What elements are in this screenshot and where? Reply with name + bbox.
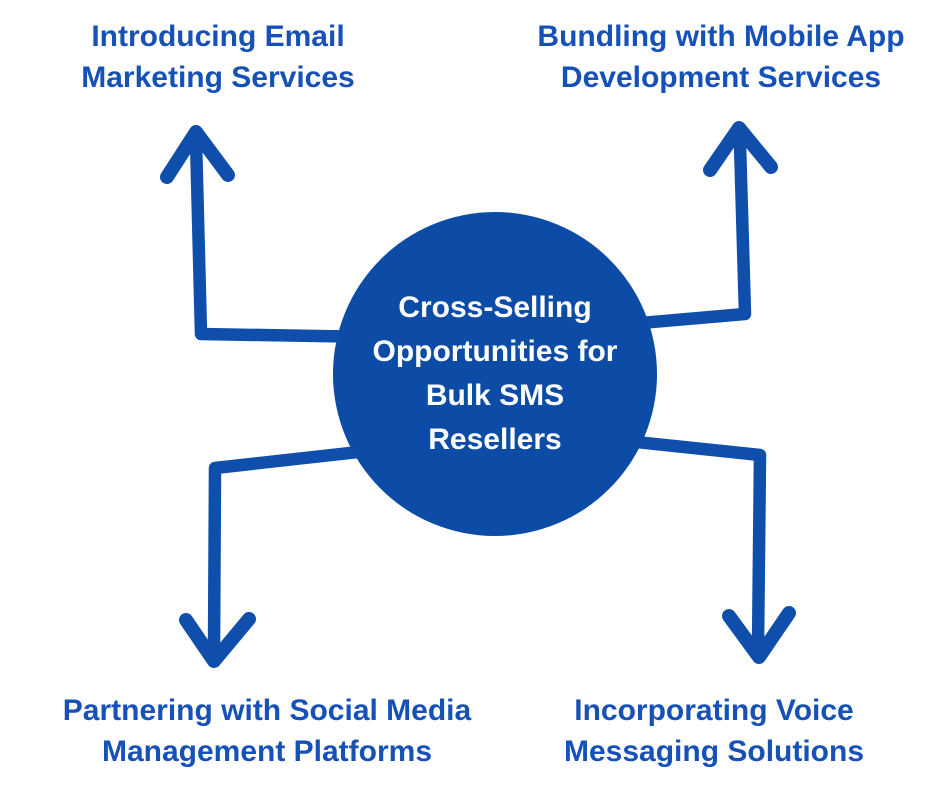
node-label-bundling-mobile-app: Bundling with Mobile App Development Ser…: [511, 16, 931, 98]
center-title-line: Bulk SMS: [425, 379, 565, 412]
node-label-introducing-email-marketing: Introducing Email Marketing Services: [38, 16, 398, 98]
center-title-line: Resellers: [428, 423, 562, 456]
label-line: Partnering with Social Media: [62, 694, 472, 727]
arrow-bottom-right-head-icon: [722, 606, 796, 664]
label-line: Messaging Solutions: [563, 735, 865, 768]
label-line: Introducing Email: [91, 20, 345, 53]
arrow-bottom-left-head-icon: [179, 612, 256, 668]
label-line: Marketing Services: [81, 61, 355, 94]
label-line: Incorporating Voice: [574, 694, 854, 727]
label-line: Management Platforms: [101, 735, 433, 768]
node-label-incorporating-voice: Incorporating Voice Messaging Solutions: [544, 690, 884, 772]
node-label-partnering-social-media: Partnering with Social Media Management …: [37, 690, 497, 772]
label-line: Development Services: [560, 61, 882, 94]
center-title-line: Opportunities for: [372, 335, 618, 368]
arrow-top-right-head-icon: [703, 121, 778, 177]
arrow-top-left-head-icon: [160, 125, 235, 184]
center-node-title: Cross-Selling Opportunities for Bulk SMS…: [373, 286, 618, 462]
center-title-line: Cross-Selling: [398, 291, 592, 324]
center-node-circle: Cross-Selling Opportunities for Bulk SMS…: [333, 212, 657, 536]
label-line: Bundling with Mobile App: [537, 20, 905, 53]
